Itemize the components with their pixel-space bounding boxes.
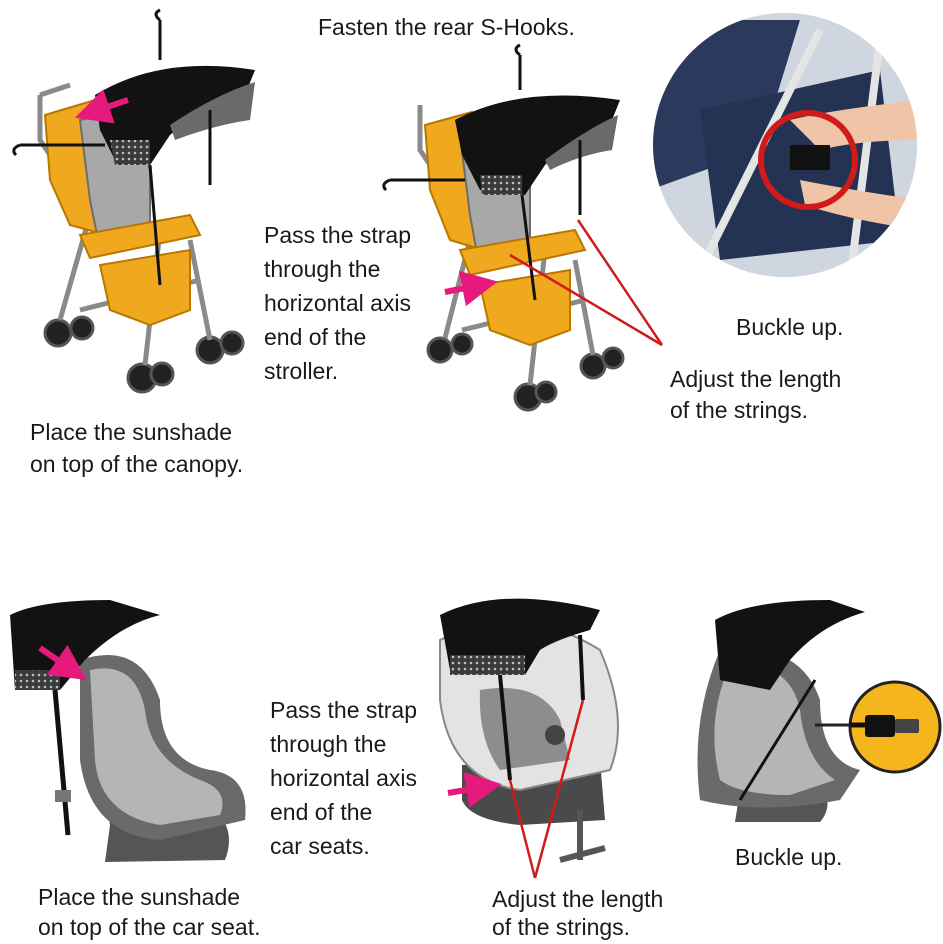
buckle-icon <box>55 790 71 802</box>
caption-stroller-strap-line1: Pass the strap <box>264 222 412 248</box>
carseat-3-sunshade <box>715 600 865 690</box>
carseat-3-illustration <box>697 600 942 822</box>
caption-car-strap-line2: through the <box>270 731 387 757</box>
arrow-pink-icon <box>74 89 129 124</box>
stroller-2-armrest <box>458 228 587 277</box>
caption-stroller-buckle: Buckle up. <box>736 314 844 340</box>
caption-fasten-hooks: Fasten the rear S-Hooks. <box>318 14 575 40</box>
highlight-circle <box>758 110 858 210</box>
caption-car-strap-line5: car seats. <box>270 833 370 859</box>
caption-car-strap-line3: horizontal axis <box>270 765 418 791</box>
caption-stroller-strap-line5: stroller. <box>264 358 339 384</box>
carseat-3-seat <box>714 664 835 795</box>
caption-car-adjust-line1: Adjust the length <box>492 886 664 912</box>
caption-stroller-adjust-line1: Adjust the length <box>670 366 842 392</box>
stroller-2-sunshade <box>455 95 620 195</box>
carseat-1-illustration <box>10 600 246 862</box>
stroller-2-wheels <box>426 332 625 412</box>
caption-car-strap-line4: end of the <box>270 799 373 825</box>
caption-car-buckle: Buckle up. <box>735 844 843 870</box>
stroller-1-illustration <box>12 8 255 394</box>
stroller-2-basket <box>478 268 571 347</box>
caption-stroller-strap-line3: horizontal axis <box>264 290 412 316</box>
stroller-1-basket <box>98 248 191 327</box>
stroller-2-illustration <box>382 43 664 412</box>
caption-stroller-place-line2: on top of the canopy. <box>30 451 244 477</box>
caption-car-strap-line1: Pass the strap <box>270 697 418 723</box>
buckle-photo <box>653 13 917 277</box>
arrow-pink-icon <box>444 270 498 307</box>
stroller-1-wheels <box>43 315 245 394</box>
caption-car-place-line2: on top of the car seat. <box>38 914 261 940</box>
s-hook-icon <box>12 8 212 286</box>
s-hook-icon <box>382 43 582 301</box>
arrow-pink-icon <box>447 772 502 808</box>
caption-stroller-strap-line4: end of the <box>264 324 367 350</box>
stroller-2-guide-lines <box>509 219 664 347</box>
caption-stroller-adjust-line2: of the strings. <box>670 397 809 423</box>
caption-stroller-place-line1: Place the sunshade <box>30 419 233 445</box>
buckle-icon <box>850 715 919 737</box>
carseat-2-illustration <box>439 598 619 879</box>
caption-car-adjust-line2: of the strings. <box>492 914 631 940</box>
arrow-pink-icon <box>38 644 87 681</box>
caption-stroller-strap-line2: through the <box>264 256 381 282</box>
carseat-2-guide-lines <box>508 699 585 879</box>
caption-car-place-line1: Place the sunshade <box>38 884 241 910</box>
carseat-1-seat <box>90 668 223 825</box>
